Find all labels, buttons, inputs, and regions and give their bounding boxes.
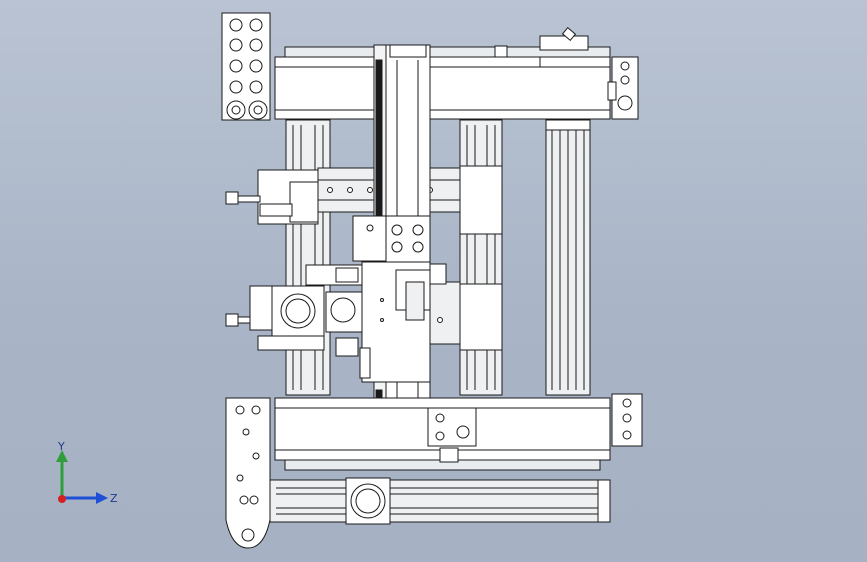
top-right-bracket bbox=[607, 56, 639, 120]
x-axis-dot bbox=[58, 495, 66, 503]
top-beam bbox=[274, 27, 611, 120]
y-axis-label: Y bbox=[57, 440, 65, 453]
left-motor-block bbox=[225, 264, 363, 357]
left-slider-upper bbox=[225, 169, 319, 225]
assembly-drawing bbox=[221, 12, 643, 549]
top-left-plate bbox=[221, 12, 271, 121]
right-sliders bbox=[459, 165, 503, 351]
y-axis-arrowhead bbox=[56, 450, 68, 462]
coordinate-triad: Y Z bbox=[56, 440, 118, 505]
right-vertical-rail bbox=[545, 119, 591, 396]
bottom-horizontal-module bbox=[269, 477, 611, 525]
z-axis-arrowhead bbox=[96, 492, 108, 504]
bottom-left-plate bbox=[225, 397, 271, 549]
bottom-right-bracket bbox=[611, 393, 643, 447]
bottom-beam bbox=[274, 397, 611, 471]
z-axis-label: Z bbox=[110, 492, 118, 505]
central-carriage bbox=[352, 215, 447, 383]
